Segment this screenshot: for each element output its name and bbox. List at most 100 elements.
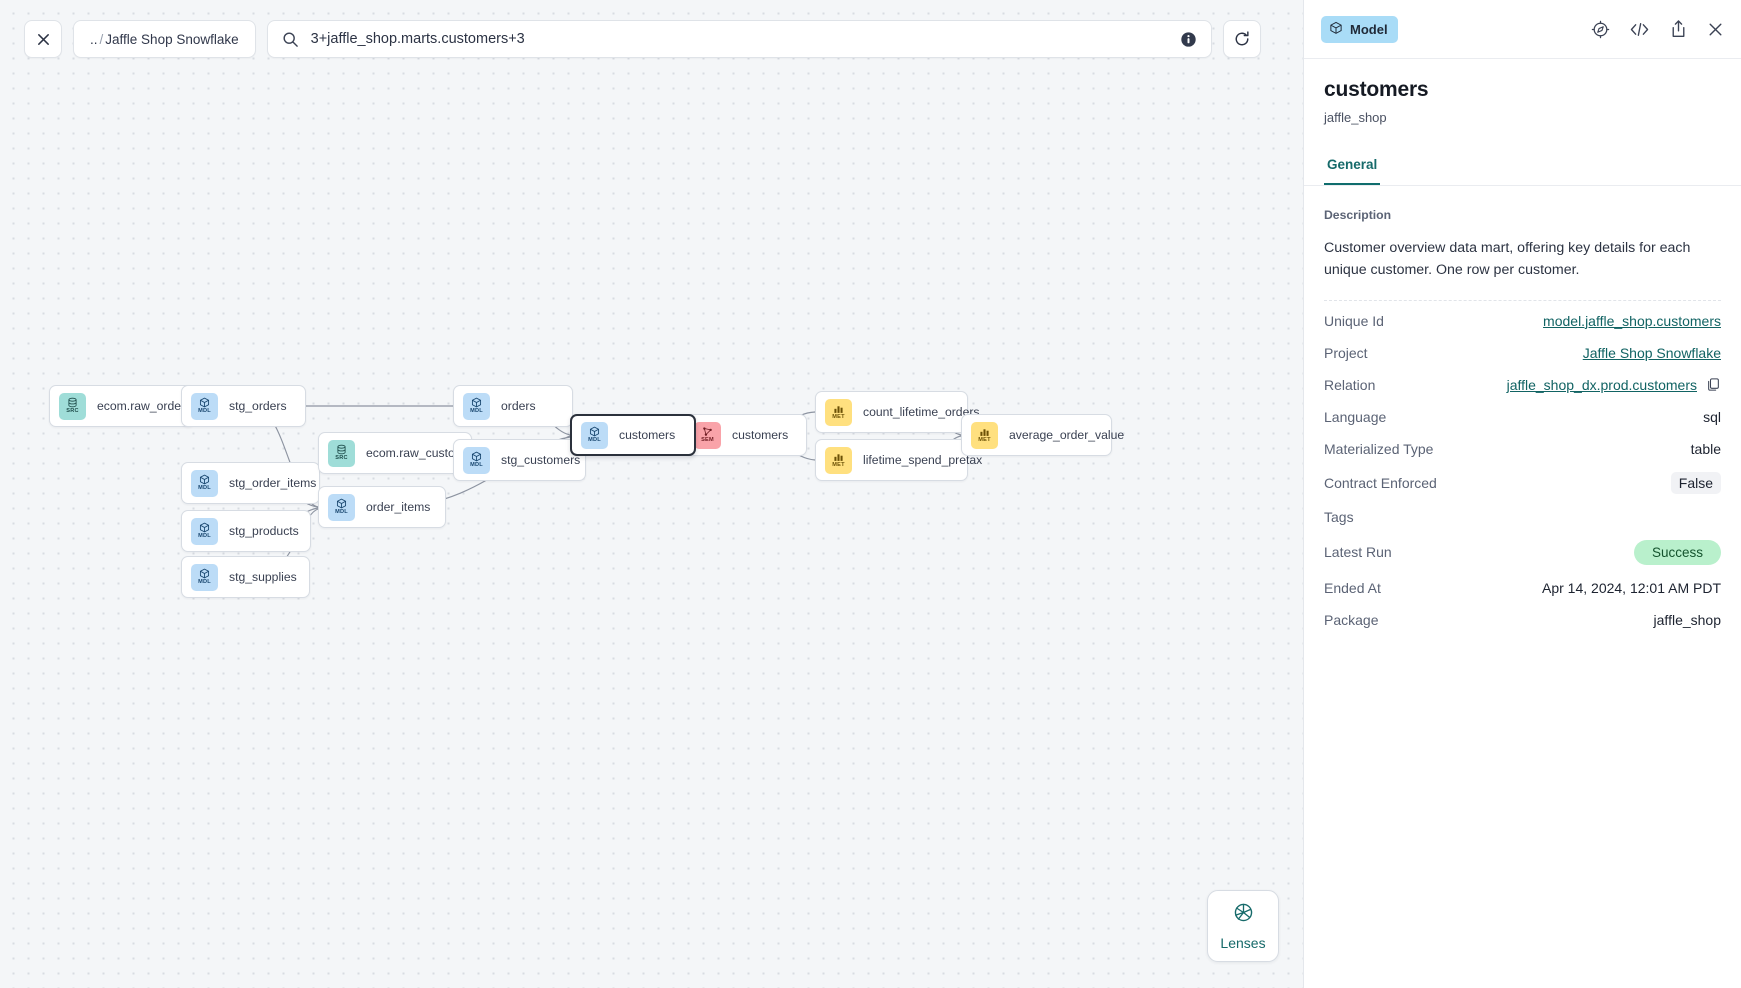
search-icon <box>282 31 299 48</box>
refresh-icon <box>1235 31 1249 46</box>
panel-action-group <box>1591 19 1724 39</box>
node-label: ecom.raw_orders <box>97 399 192 413</box>
node-label: customers <box>732 428 789 442</box>
node-label: orders <box>501 399 536 413</box>
lineage-node-stg_supplies[interactable]: MDL stg_supplies <box>181 556 310 598</box>
property-row: Contract Enforced False <box>1324 465 1721 501</box>
property-row: Relation jaffle_shop_dx.prod.customers <box>1324 369 1721 401</box>
panel-subtitle: jaffle_shop <box>1324 110 1387 125</box>
lenses-label: Lenses <box>1220 934 1266 951</box>
node-label: stg_order_items <box>229 476 317 490</box>
description-text: Customer overview data mart, offering ke… <box>1324 240 1691 279</box>
lenses-button[interactable]: Lenses <box>1207 890 1279 962</box>
property-key: Language <box>1324 408 1387 425</box>
property-value: table <box>1690 440 1721 457</box>
share-icon[interactable] <box>1669 19 1688 39</box>
property-value: jaffle_shop <box>1653 611 1721 628</box>
property-link[interactable]: jaffle_shop_dx.prod.customers <box>1506 376 1697 393</box>
tab-general[interactable]: General <box>1324 151 1381 185</box>
property-value: sql <box>1703 408 1721 425</box>
node-label: stg_customers <box>501 453 581 467</box>
property-value[interactable]: Jaffle Shop Snowflake <box>1583 345 1721 361</box>
close-canvas-button[interactable] <box>24 20 62 58</box>
page-title: customers <box>1324 78 1429 101</box>
node-label: average_order_value <box>1009 428 1125 442</box>
property-link[interactable]: Jaffle Shop Snowflake <box>1582 344 1721 361</box>
property-link[interactable]: model.jaffle_shop.customers <box>1543 312 1721 329</box>
breadcrumb-prefix: .. <box>90 31 98 47</box>
property-value: Apr 14, 2024, 12:01 AM PDT <box>1542 579 1721 596</box>
refresh-button[interactable] <box>1222 20 1261 58</box>
node-label: stg_supplies <box>229 570 297 584</box>
panel-toolbar: Model <box>1304 0 1741 59</box>
property-key: Materialized Type <box>1324 440 1434 457</box>
lineage-node-stg_products[interactable]: MDL stg_products <box>181 510 311 552</box>
property-key: Contract Enforced <box>1324 474 1437 491</box>
property-key: Relation <box>1324 376 1376 393</box>
property-row: Latest Run Success <box>1324 533 1721 572</box>
node-label: stg_orders <box>229 399 287 413</box>
resource-type-label: Model <box>1350 21 1388 37</box>
lineage-search[interactable] <box>266 20 1212 58</box>
close-icon[interactable] <box>1707 21 1724 38</box>
node-type-badge-mdl-icon: MDL <box>463 392 490 420</box>
search-input[interactable] <box>310 31 1170 47</box>
close-icon <box>37 33 49 45</box>
property-row: Unique Id model.jaffle_shop.customers <box>1324 305 1721 337</box>
status-badge: Success <box>1633 539 1721 565</box>
node-type-badge-mdl-icon: MDL <box>463 446 490 474</box>
property-row: Package jaffle_shop <box>1324 604 1721 636</box>
lineage-node-stg_orders[interactable]: MDL stg_orders <box>181 385 306 427</box>
explore-icon[interactable] <box>1591 20 1610 39</box>
lineage-node-orders[interactable]: MDL orders <box>453 385 573 427</box>
panel-content: Description Customer overview data mart,… <box>1304 186 1741 988</box>
property-value[interactable]: model.jaffle_shop.customers <box>1543 313 1721 329</box>
breadcrumb[interactable]: .. / Jaffle Shop Snowflake <box>73 20 256 58</box>
property-key: Package <box>1324 611 1379 628</box>
breadcrumb-project: Jaffle Shop Snowflake <box>105 31 239 47</box>
canvas-toolbar: .. / Jaffle Shop Snowflake <box>24 20 1261 58</box>
node-type-badge-met-icon: MET <box>825 398 852 426</box>
property-key: Ended At <box>1324 579 1381 596</box>
node-label: stg_products <box>229 524 299 538</box>
panel-tabs: General <box>1304 151 1741 186</box>
lineage-node-order_items[interactable]: MDL order_items <box>318 486 446 528</box>
lineage-node-average_order_value[interactable]: MET average_order_value <box>961 414 1124 456</box>
property-value[interactable]: jaffle_shop_dx.prod.customers <box>1507 377 1721 393</box>
property-row: Language sql <box>1324 401 1721 433</box>
lineage-canvas[interactable]: .. / Jaffle Shop Snowflake <box>0 0 1303 988</box>
lineage-node-customers_semantic[interactable]: SEM customers <box>684 414 807 456</box>
property-key: Tags <box>1324 508 1354 525</box>
node-type-badge-met-icon: MET <box>971 421 998 449</box>
node-type-badge-src-icon: SRC <box>328 439 355 467</box>
node-type-badge-mdl-icon: MDL <box>581 421 608 449</box>
node-type-badge-sem-icon: SEM <box>694 421 721 449</box>
node-type-badge-mdl-icon: MDL <box>191 517 218 545</box>
lineage-node-stg_customers[interactable]: MDL stg_customers <box>453 439 586 481</box>
property-value: False <box>1670 471 1721 494</box>
node-type-badge-mdl-icon: MDL <box>191 469 218 497</box>
resource-type-badge[interactable]: Model <box>1321 15 1398 43</box>
lineage-node-stg_order_items[interactable]: MDL stg_order_items <box>181 462 320 504</box>
node-type-badge-mdl-icon: MDL <box>191 563 218 591</box>
node-label: order_items <box>366 500 431 514</box>
description-label: Description <box>1324 208 1392 222</box>
aperture-icon <box>1233 902 1254 928</box>
node-type-badge-mdl-icon: MDL <box>328 493 355 521</box>
node-type-badge-mdl-icon: MDL <box>191 392 218 420</box>
code-icon[interactable] <box>1629 20 1650 39</box>
property-key: Latest Run <box>1324 544 1392 561</box>
property-key: Unique Id <box>1324 312 1384 329</box>
copy-icon[interactable] <box>1706 377 1721 392</box>
section-divider <box>1324 299 1721 301</box>
info-icon[interactable] <box>1180 31 1197 48</box>
details-panel: Model <box>1303 0 1741 988</box>
